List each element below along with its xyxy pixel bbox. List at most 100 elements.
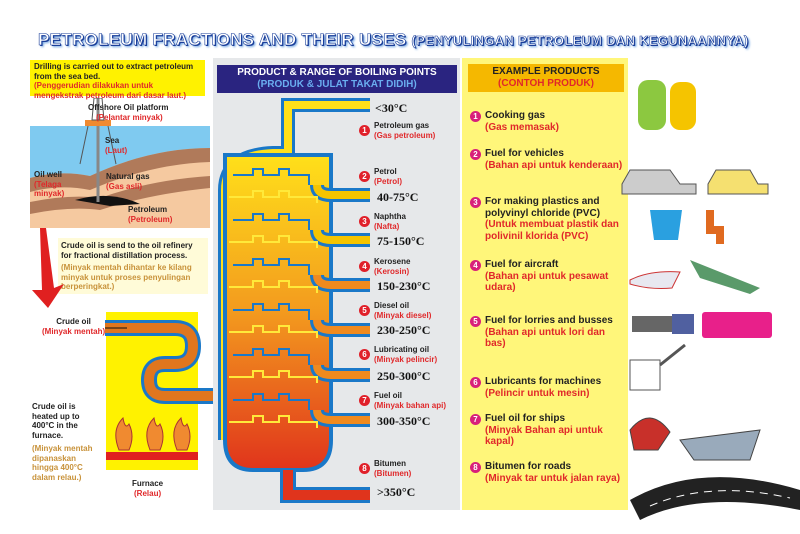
fractionating-column	[218, 98, 370, 503]
number-badge: 1	[359, 125, 370, 136]
fraction-outlet-pipe	[313, 319, 370, 334]
temp-label: >350°C	[377, 485, 416, 499]
fraction-item: 8 Bitumen(Bitumen)	[359, 459, 411, 478]
product-name-malay: (Gas memasak)	[485, 121, 559, 133]
fraction-name: Fuel oil	[374, 391, 402, 400]
number-badge: 6	[359, 349, 370, 360]
bubble-tray	[229, 370, 318, 383]
bubble-tray	[229, 235, 318, 248]
number-badge: 8	[359, 463, 370, 474]
lorry-icon	[632, 312, 772, 338]
product-item: 2 Fuel for vehicles(Bahan api untuk kend…	[470, 148, 625, 171]
number-badge: 3	[359, 216, 370, 227]
bubble-tray	[229, 190, 318, 203]
column-body	[223, 153, 333, 472]
offshore-illustration	[30, 98, 210, 228]
product-name-malay: (Bahan api untuk lori dan bas)	[485, 326, 606, 350]
airplane-icon	[629, 260, 760, 294]
fraction-name-malay: (Minyak pelincir)	[374, 354, 438, 364]
fraction-outlet-pipe	[313, 364, 370, 379]
car-icon	[621, 169, 769, 195]
product-name-malay: (Pelincir untuk mesin)	[485, 387, 590, 399]
petroleum-label: Petroleum(Petroleum)	[128, 205, 173, 224]
heated-note: Crude oil is heated up to 400°C in the f…	[32, 402, 93, 482]
ship-icon	[629, 417, 761, 461]
temp-label: 40-75°C	[377, 190, 419, 204]
number-badge: 2	[470, 149, 481, 160]
fraction-name-malay: (Minyak bahan api)	[374, 400, 447, 410]
number-badge: 2	[359, 171, 370, 182]
temp-label: 230-250°C	[377, 323, 431, 337]
bubble-tray	[229, 280, 318, 293]
temp-label: 250-300°C	[377, 369, 431, 383]
fraction-name-malay: (Petrol)	[374, 176, 402, 186]
product-name: Cooking gas	[485, 110, 546, 121]
number-badge: 1	[470, 111, 481, 122]
product-name: Fuel oil for ships	[485, 413, 566, 424]
fraction-item: 2 Petrol(Petrol)	[359, 167, 402, 186]
product-illustrations	[621, 80, 800, 520]
road-icon	[630, 477, 800, 520]
temp-label: 300-350°C	[377, 414, 431, 428]
product-item: 5 Fuel for lorries and busses(Bahan api …	[470, 315, 625, 350]
natural-gas-label: Natural gas(Gas asli)	[106, 172, 150, 191]
temp-label: 150-230°C	[377, 279, 431, 293]
bubble-tray	[233, 393, 310, 410]
bubble-tray	[233, 213, 310, 230]
fraction-item: 3 Naphtha(Nafta)	[359, 212, 406, 231]
down-arrow-icon	[32, 228, 64, 308]
fraction-name-malay: (Nafta)	[374, 221, 400, 231]
oil-well-label: Oil well(Telaga minyak)	[34, 170, 65, 198]
products-panel	[462, 58, 628, 510]
furnace-illustration	[105, 312, 225, 470]
fraction-outlet-pipe	[313, 184, 370, 199]
bucket-icon	[650, 210, 724, 244]
fraction-outlet-pipe	[313, 229, 370, 244]
product-name: Fuel for aircraft	[485, 259, 559, 270]
fraction-item: 6 Lubricating oil(Minyak pelincir)	[359, 345, 437, 364]
fraction-item: 4 Kerosene(Kerosin)	[359, 257, 410, 276]
bubble-tray	[233, 258, 310, 275]
product-name: Fuel for lorries and busses	[485, 315, 613, 326]
fraction-outlet-pipe	[313, 409, 370, 424]
fraction-name-malay: (Minyak diesel)	[374, 310, 432, 320]
product-item: 6 Lubricants for machines(Pelincir untuk…	[470, 376, 625, 399]
product-name: Fuel for vehicles	[485, 148, 564, 159]
product-item: 4 Fuel for aircraft(Bahan api untuk pesa…	[470, 259, 625, 294]
product-name-malay: (Bahan api untuk kenderaan)	[485, 159, 623, 171]
center-header: PRODUCT & RANGE OF BOILING POINTS(PRODUK…	[217, 65, 457, 93]
number-badge: 4	[359, 261, 370, 272]
gas-cylinder-icon	[638, 80, 696, 130]
number-badge: 6	[470, 377, 481, 388]
flame-icon	[115, 416, 191, 451]
oil-can-icon	[629, 343, 686, 391]
fraction-name: Bitumen	[374, 459, 406, 468]
number-badge: 8	[470, 462, 481, 473]
number-badge: 5	[359, 305, 370, 316]
fraction-name: Naphtha	[374, 212, 406, 221]
sea-label: Sea(Laut)	[105, 136, 128, 155]
refinery-note: Crude oil is send to the oil refinery fo…	[58, 238, 208, 294]
fraction-name-malay: (Kerosin)	[374, 266, 410, 276]
fraction-item: 5 Diesel oil(Minyak diesel)	[359, 301, 431, 320]
number-badge: 4	[470, 260, 481, 271]
product-name: Bitumen for roads	[485, 461, 572, 472]
product-name-malay: (Untuk membuat plastik dan polivinil klo…	[485, 219, 619, 242]
furnace-label: Furnace(Relau)	[132, 479, 164, 498]
fraction-item: 1 Petroleum gas(Gas petroleum)	[359, 121, 435, 140]
fraction-item: 7 Fuel oil(Minyak bahan api)	[359, 391, 446, 410]
bitumen-outlet-pipe	[283, 470, 370, 500]
product-name: Lubricants for machines	[485, 376, 602, 387]
bubble-tray	[229, 325, 318, 338]
number-badge: 3	[470, 197, 481, 208]
fraction-name: Diesel oil	[374, 301, 410, 310]
temp-label: <30°C	[375, 101, 408, 115]
drilling-note: Drilling is carried out to extract petro…	[30, 60, 205, 100]
bubble-tray	[233, 303, 310, 320]
fraction-name-malay: (Bitumen)	[374, 468, 412, 478]
bubble-tray	[229, 415, 318, 428]
fraction-name: Petroleum gas	[374, 121, 430, 130]
bubble-tray	[233, 348, 310, 365]
product-name-malay: (Minyak Bahan api untuk kapal)	[485, 424, 603, 448]
product-item: 3 For making plastics and polyvinyl chlo…	[470, 196, 625, 242]
